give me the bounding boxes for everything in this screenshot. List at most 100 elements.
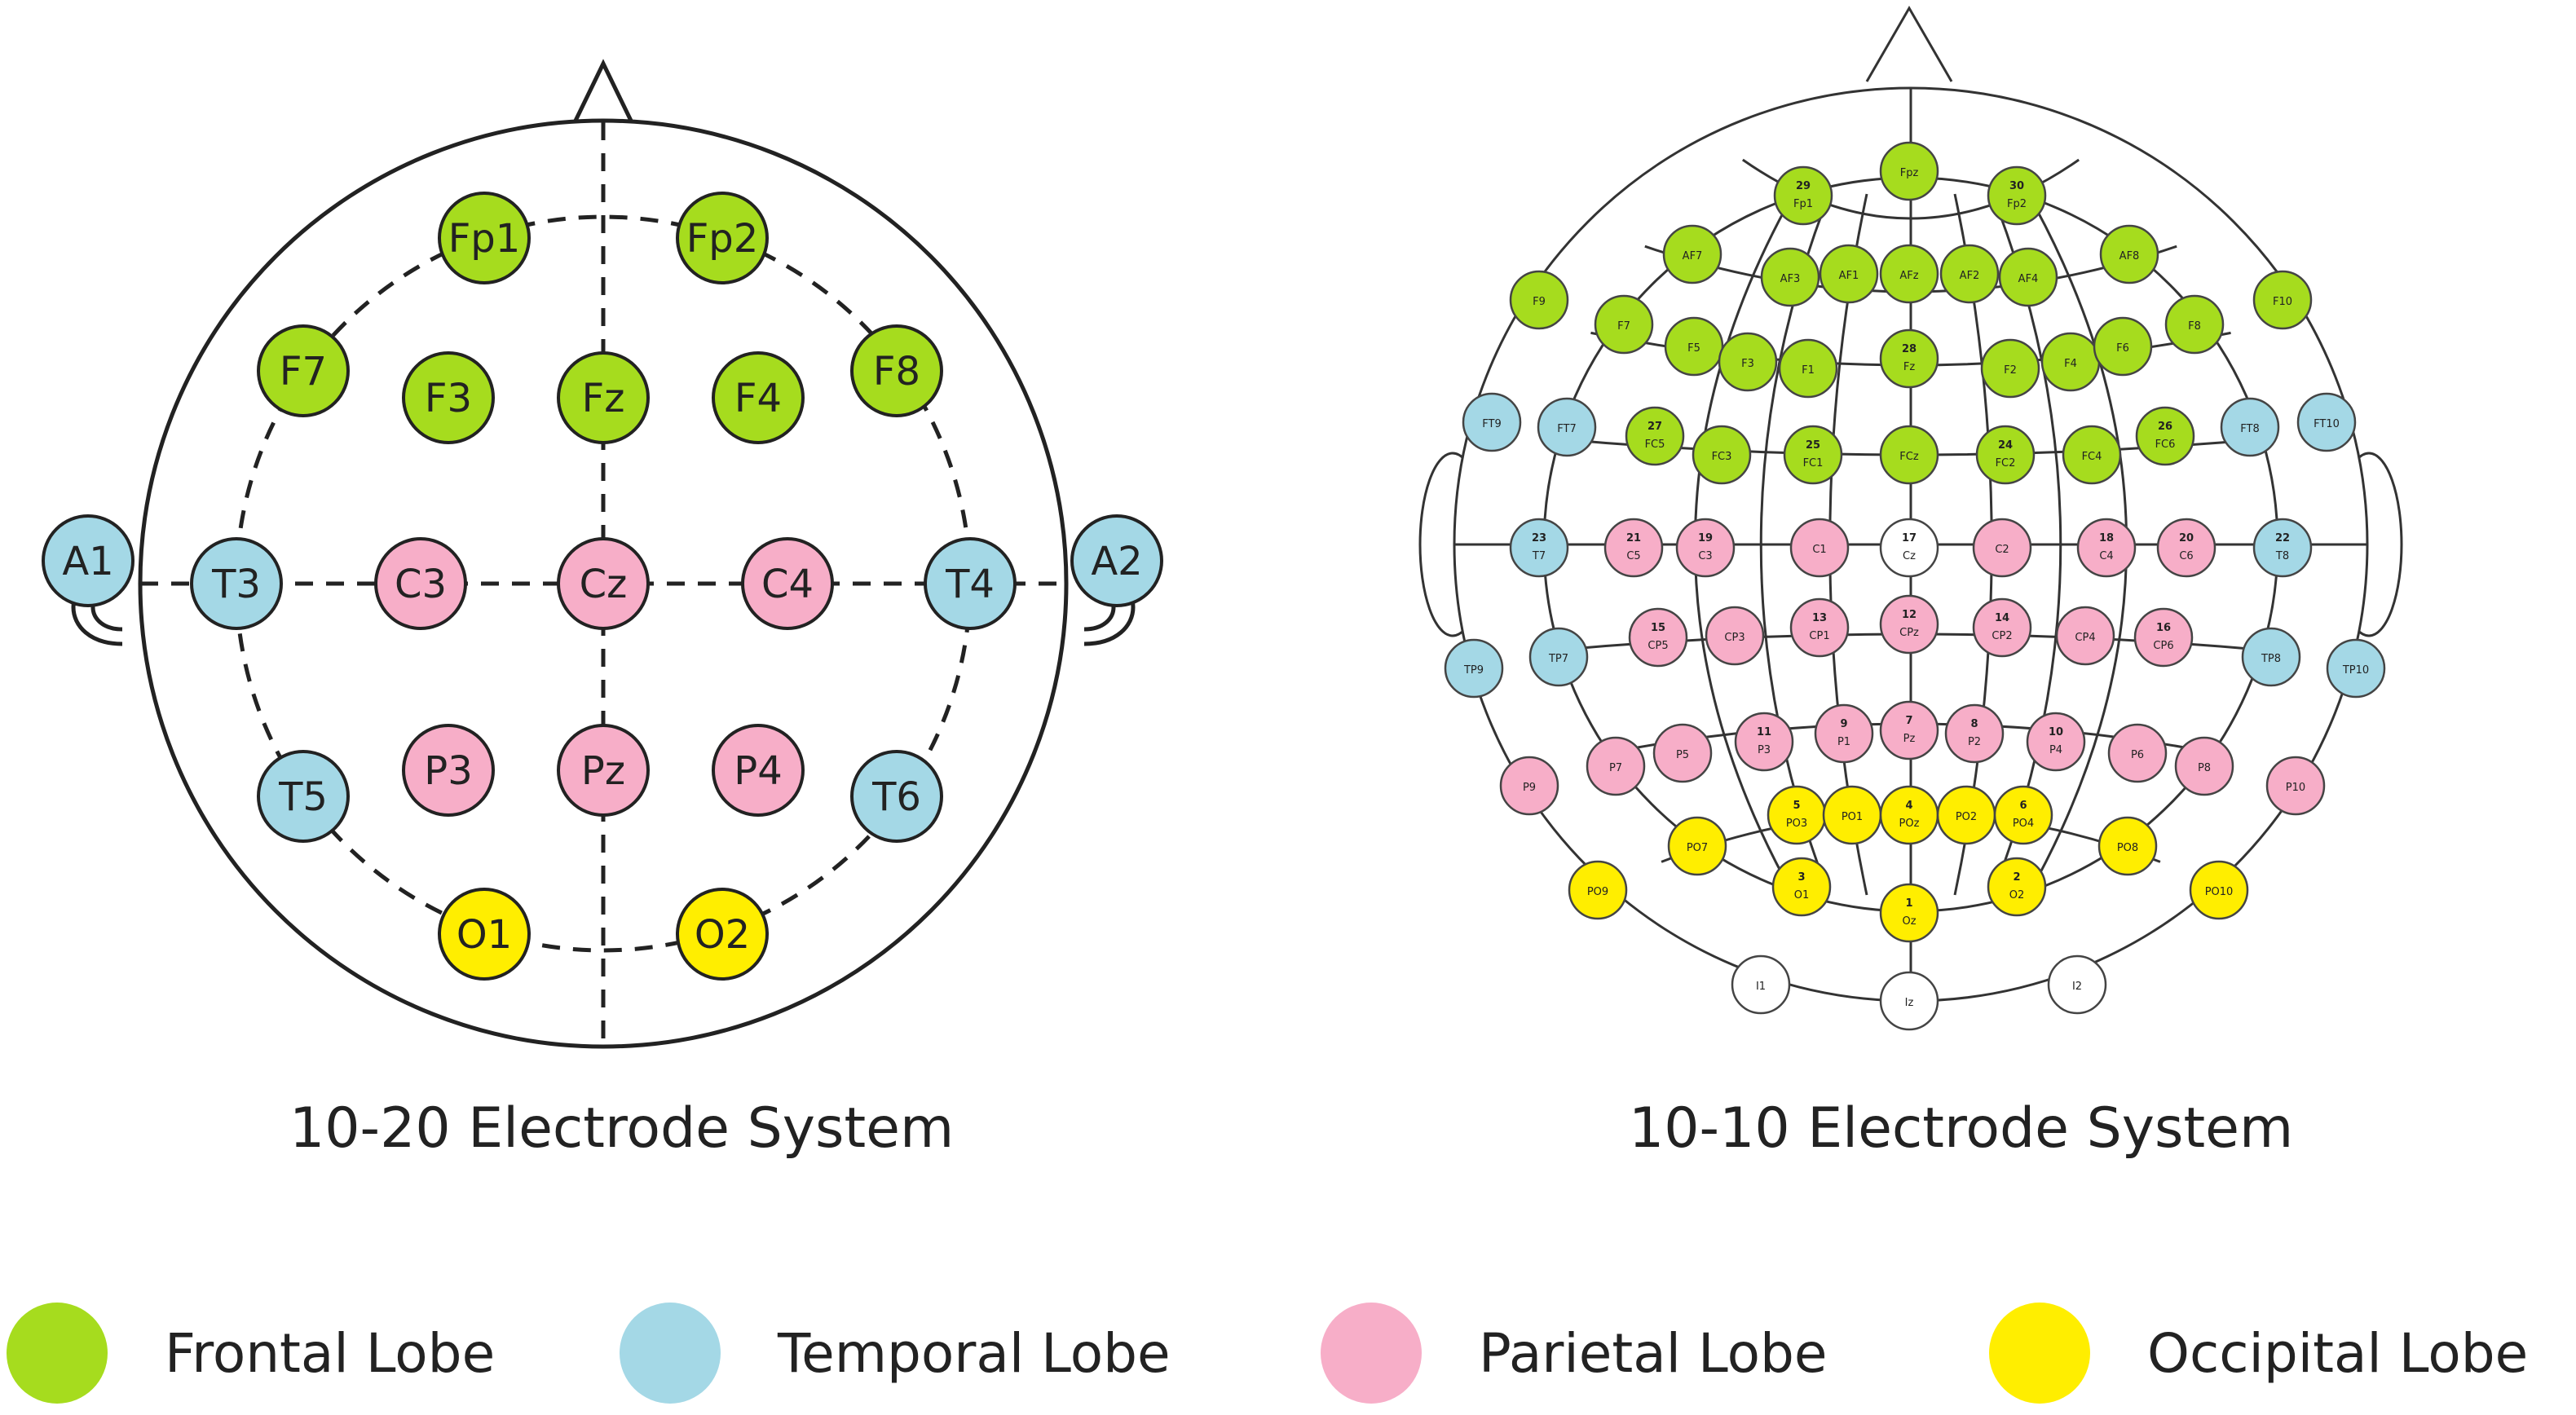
electrode-number: 3 xyxy=(1797,871,1805,884)
electrode-po9-10-10 xyxy=(1568,860,1628,920)
electrode-c2-10-10 xyxy=(1972,518,2032,578)
electrode-oz-10-10 xyxy=(1879,883,1939,943)
electrode-label: Oz xyxy=(1902,915,1916,928)
electrode-f5-10-10 xyxy=(1664,316,1724,377)
electrode-c5-10-10 xyxy=(1603,518,1664,578)
electrode-label: T5 xyxy=(278,774,328,820)
electrode-cp3-10-10 xyxy=(1705,606,1765,666)
electrode-label: PO1 xyxy=(1842,811,1863,823)
electrode-label: FT7 xyxy=(1557,423,1576,435)
nose-10-20 xyxy=(573,59,633,122)
legend-swatch xyxy=(7,1303,108,1404)
electrode-label: C3 xyxy=(1698,550,1712,562)
electrode-label: CP1 xyxy=(1809,630,1829,642)
electrode-number: 4 xyxy=(1905,800,1912,812)
electrode-label: Fp1 xyxy=(1793,198,1813,210)
electrode-label: TP9 xyxy=(1463,664,1484,677)
electrode-poz-10-10 xyxy=(1879,785,1939,845)
electrode-fz-10-20 xyxy=(557,351,650,444)
electrode-tp7-10-10 xyxy=(1528,627,1589,687)
electrode-label: P3 xyxy=(1758,744,1771,756)
electrode-label: CP2 xyxy=(1992,630,2012,642)
electrode-fp2-10-10 xyxy=(1987,165,2047,226)
electrode-t4-10-20 xyxy=(924,537,1017,630)
electrode-t8-10-10 xyxy=(2252,518,2313,578)
legend-swatch xyxy=(620,1303,721,1404)
electrode-f4-10-20 xyxy=(712,351,805,444)
legend-swatch xyxy=(1989,1303,2090,1404)
electrode-f6-10-10 xyxy=(2093,316,2153,377)
electrode-f10-10-10 xyxy=(2252,270,2313,330)
electrode-label: F3 xyxy=(1741,358,1754,370)
electrode-label: Iz xyxy=(1905,997,1914,1009)
electrode-label: FC6 xyxy=(2155,439,2176,451)
electrode-o1-10-10 xyxy=(1771,857,1832,917)
legend-item-occipital-lobe: Occipital Lobe xyxy=(1989,1303,2528,1404)
electrode-label: F6 xyxy=(2116,342,2129,355)
electrode-label: AF4 xyxy=(2018,273,2039,285)
electrode-cz-10-10 xyxy=(1879,518,1939,578)
electrode-label: AF8 xyxy=(2119,250,2140,262)
electrode-pz-10-10 xyxy=(1879,700,1939,760)
electrode-label: I2 xyxy=(2072,981,2082,993)
electrode-ft8-10-10 xyxy=(2220,397,2280,457)
electrode-label: CP6 xyxy=(2153,640,2173,652)
electrode-label: P10 xyxy=(2286,782,2305,794)
electrode-a2-10-20 xyxy=(1070,514,1163,607)
electrode-label: TP8 xyxy=(2261,653,2281,665)
electrode-c3-10-10 xyxy=(1675,518,1736,578)
electrode-af8-10-10 xyxy=(2099,224,2159,284)
electrode-p5-10-10 xyxy=(1652,723,1713,783)
electrode-number: 26 xyxy=(2158,421,2172,433)
electrode-label: Fz xyxy=(582,376,625,421)
electrode-label: Cz xyxy=(1903,550,1916,562)
electrode-label: AF3 xyxy=(1780,273,1801,285)
electrode-p3-10-20 xyxy=(402,724,495,817)
electrode-number: 8 xyxy=(1970,718,1978,730)
electrode-label: FC2 xyxy=(1996,457,2016,469)
electrode-label: AF1 xyxy=(1839,270,1859,282)
legend-label: Temporal Lobe xyxy=(778,1321,1171,1385)
electrode-i1-10-10 xyxy=(1731,954,1791,1015)
electrode-p9-10-10 xyxy=(1499,756,1559,816)
electrode-label: Fp2 xyxy=(2007,198,2027,210)
electrode-po3-10-10 xyxy=(1767,785,1827,845)
electrode-number: 22 xyxy=(2275,532,2290,544)
electrode-label: O2 xyxy=(695,912,750,958)
electrode-f3-10-20 xyxy=(402,351,495,444)
electrode-t5-10-20 xyxy=(257,750,350,843)
electrode-label: C6 xyxy=(2179,550,2193,562)
electrode-label: CP4 xyxy=(2075,632,2095,644)
electrode-label: F3 xyxy=(425,376,472,421)
electrode-f3-10-10 xyxy=(1718,332,1778,392)
electrode-label: C4 xyxy=(761,562,814,607)
electrode-label: C1 xyxy=(1812,544,1826,556)
electrode-p2-10-10 xyxy=(1944,703,2005,764)
electrode-label: Fp1 xyxy=(448,216,521,262)
electrode-label: O1 xyxy=(1794,889,1810,901)
electrode-fc3-10-10 xyxy=(1692,425,1752,485)
electrode-c4-10-10 xyxy=(2076,518,2137,578)
electrode-label: F8 xyxy=(873,349,920,395)
electrode-po8-10-10 xyxy=(2097,816,2158,876)
electrode-f7-10-10 xyxy=(1594,294,1654,355)
electrode-label: Fpz xyxy=(1900,167,1919,179)
electrode-label: F10 xyxy=(2273,296,2292,308)
electrode-fpz-10-10 xyxy=(1879,141,1939,201)
electrode-label: T7 xyxy=(1532,550,1546,562)
electrode-label: F5 xyxy=(1687,342,1700,355)
electrode-po4-10-10 xyxy=(1993,785,2053,845)
electrode-label: PO8 xyxy=(2117,842,2138,854)
electrode-label: PO4 xyxy=(2013,818,2034,830)
electrode-label: P3 xyxy=(424,748,472,794)
electrode-fp1-10-20 xyxy=(438,192,531,284)
electrode-label: AF7 xyxy=(1683,250,1703,262)
electrode-label: P4 xyxy=(2049,744,2062,756)
electrode-f8-10-10 xyxy=(2164,294,2225,355)
electrode-label: F7 xyxy=(280,349,327,395)
electrode-label: Fp2 xyxy=(686,216,759,262)
electrode-label: FC3 xyxy=(1712,451,1732,463)
electrode-cp2-10-10 xyxy=(1972,597,2032,658)
electrode-label: P6 xyxy=(2131,749,2144,761)
